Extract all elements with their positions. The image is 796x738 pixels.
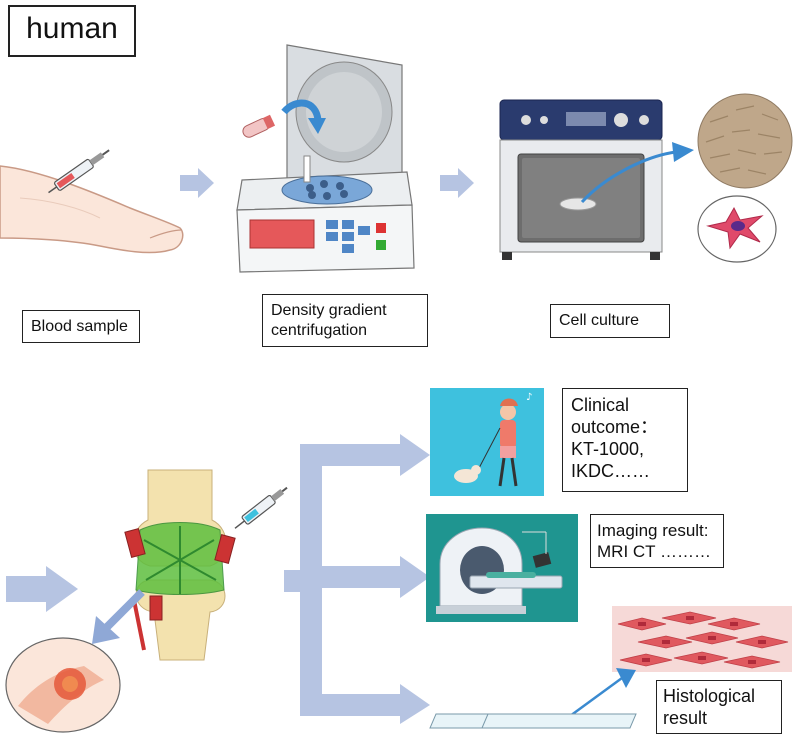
injection-syringe-icon [234, 486, 288, 529]
sample-tube-icon [242, 114, 276, 138]
knee-detail-icon [5, 637, 121, 733]
arm-illustration [0, 165, 184, 254]
cell-culture-label: Cell culture [550, 304, 670, 338]
flow-arrow-3 [6, 566, 78, 612]
microscope-slide-icon [429, 713, 637, 729]
cell-sheet-icon [697, 93, 793, 189]
imaging-result-label: Imaging result: MRI CT ……… [590, 514, 724, 568]
histological-result-label: Histological result [656, 680, 782, 734]
blood-sample-label: Blood sample [22, 310, 140, 343]
flow-arrow-2 [440, 168, 474, 198]
title-box: human [8, 5, 136, 57]
clinical-outcome-label: Clinical outcome： KT-1000, IKDC…… [562, 388, 688, 492]
slide-arrow-icon [569, 668, 636, 718]
tissue-cells-illustration [612, 606, 792, 672]
syringe-icon [48, 149, 110, 194]
centrifuge-illustration [236, 44, 415, 273]
knee-illustration [124, 469, 236, 661]
flow-arrow-1 [180, 168, 214, 198]
curved-arrow-icon [281, 99, 326, 134]
zoom-arrow-icon [92, 589, 145, 644]
mri-scanner-illustration [426, 514, 578, 622]
incubator-illustration [499, 99, 663, 260]
svg-text:♪: ♪ [526, 392, 532, 403]
culture-arrow-icon [580, 142, 694, 204]
walking-person-illustration: ♪ [430, 388, 544, 496]
branch-bracket [284, 434, 430, 724]
cell-icon [697, 195, 777, 263]
density-gradient-label: Density gradient centrifugation [262, 294, 428, 347]
